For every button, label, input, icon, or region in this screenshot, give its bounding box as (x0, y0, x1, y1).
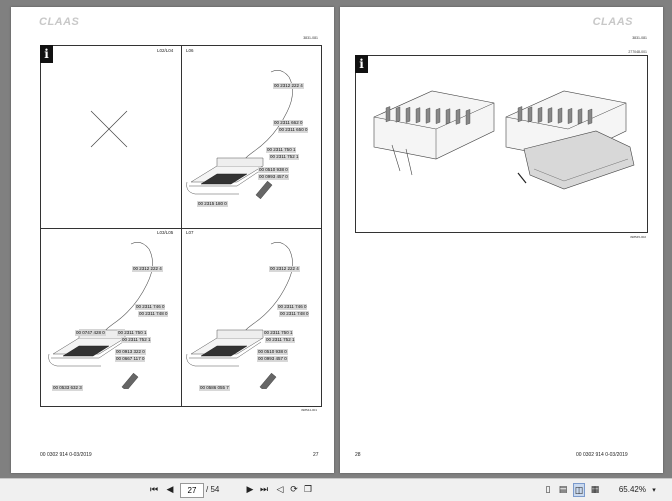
next-page-icon[interactable]: ▶ (246, 485, 254, 495)
continuous-facing-view-icon[interactable]: ▦ (590, 485, 600, 495)
drawing-id: 398544-001 (301, 408, 318, 412)
page-number-input[interactable] (180, 483, 204, 498)
not-applicable-cross-icon (90, 110, 128, 148)
previous-view-icon[interactable]: ◁ (276, 485, 284, 495)
previous-page-icon[interactable]: ◀ (166, 485, 174, 495)
document-subreference: 277048-001 (628, 50, 647, 54)
footer-document-number: 00 0302 914 0-03/2019 (40, 452, 92, 458)
part-number: 00 0510 938 0 (258, 167, 289, 173)
document-page-right: CLAAS 3831-081 277048-001 i (340, 7, 663, 473)
part-number: 00 2311 752 1 (265, 337, 296, 343)
part-number: 00 0533 632 3 (52, 385, 83, 391)
part-number: 00 2315 180 0 (197, 201, 228, 207)
part-number: 00 2311 752 1 (121, 337, 152, 343)
cell-label-l03-l05: L03/L05 (157, 230, 174, 235)
part-number: 00 2311 746 0 (135, 304, 166, 310)
part-number: 00 2311 750 1 (263, 330, 294, 336)
drawing-id: 398545-002 (630, 235, 647, 239)
document-reference: 3831-081 (632, 36, 647, 40)
single-page-view-icon[interactable]: ▯ (545, 485, 551, 495)
copy-icon[interactable]: ❐ (303, 485, 313, 495)
cell-label-l02-l04: L02/L04 (157, 48, 174, 53)
part-number: 00 2311 650 0 (278, 127, 309, 133)
grid-divider-vertical (181, 46, 182, 406)
document-reference: 3831-081 (303, 36, 318, 40)
facing-pages-view-icon[interactable]: ◫ (573, 483, 585, 497)
footer-page-number: 27 (313, 452, 319, 458)
zoom-level-input[interactable] (612, 483, 646, 496)
part-number: 00 2312 222 4 (269, 266, 300, 272)
viewer-toolbar: ⏮ ◀ / 54 ▶ ⏭ ◁ ⟳ ❐ ▯ ▤ ◫ ▦ ▾ (0, 478, 672, 501)
claas-logo: CLAAS (39, 16, 80, 28)
grid-divider-horizontal (41, 228, 321, 229)
footer-document-number: 00 0302 914 0-03/2019 (576, 452, 628, 458)
total-pages-label: / 54 (206, 485, 220, 494)
illustration-l06 (186, 70, 293, 200)
machine-illustration (373, 90, 635, 190)
first-page-icon[interactable]: ⏮ (149, 485, 159, 495)
info-icon: i (355, 55, 368, 73)
footer-page-number: 28 (355, 452, 361, 458)
part-number: 00 2311 748 0 (138, 311, 169, 317)
part-number: 00 2311 750 1 (266, 147, 297, 153)
part-number: 00 0993 457 0 (258, 174, 289, 180)
part-number: 00 2312 222 4 (273, 83, 304, 89)
part-number: 00 0510 938 0 (257, 349, 288, 355)
part-number: 00 0993 457 0 (257, 356, 288, 362)
illustration-l03-l05 (48, 242, 153, 389)
part-number: 00 2312 222 4 (132, 266, 163, 272)
part-number: 00 0586 055 7 (199, 385, 230, 391)
cell-label-l07: L07 (186, 230, 194, 235)
illustration-frame (355, 55, 648, 233)
document-page-left: CLAAS 3831-081 i L02/L04 L06 00 2312 222… (11, 7, 334, 473)
rotate-view-icon[interactable]: ⟳ (290, 485, 298, 495)
continuous-view-icon[interactable]: ▤ (558, 485, 568, 495)
info-icon: i (40, 45, 53, 63)
zoom-dropdown-icon[interactable]: ▾ (652, 486, 656, 494)
part-number: 00 0747 428 0 (75, 330, 106, 336)
part-number: 00 0913 322 0 (115, 349, 146, 355)
cell-label-l06: L06 (186, 48, 194, 53)
claas-logo: CLAAS (592, 16, 633, 28)
illustration-l07 (186, 242, 293, 389)
last-page-icon[interactable]: ⏭ (259, 485, 269, 495)
part-number: 00 2311 746 0 (277, 304, 308, 310)
illustration-frame (40, 45, 322, 407)
part-number: 00 2311 752 1 (269, 154, 300, 160)
part-number: 00 2311 662 0 (273, 120, 304, 126)
part-number: 00 2311 750 1 (117, 330, 148, 336)
part-number: 00 0667 117 0 (115, 356, 146, 362)
part-number: 00 2311 748 0 (279, 311, 310, 317)
